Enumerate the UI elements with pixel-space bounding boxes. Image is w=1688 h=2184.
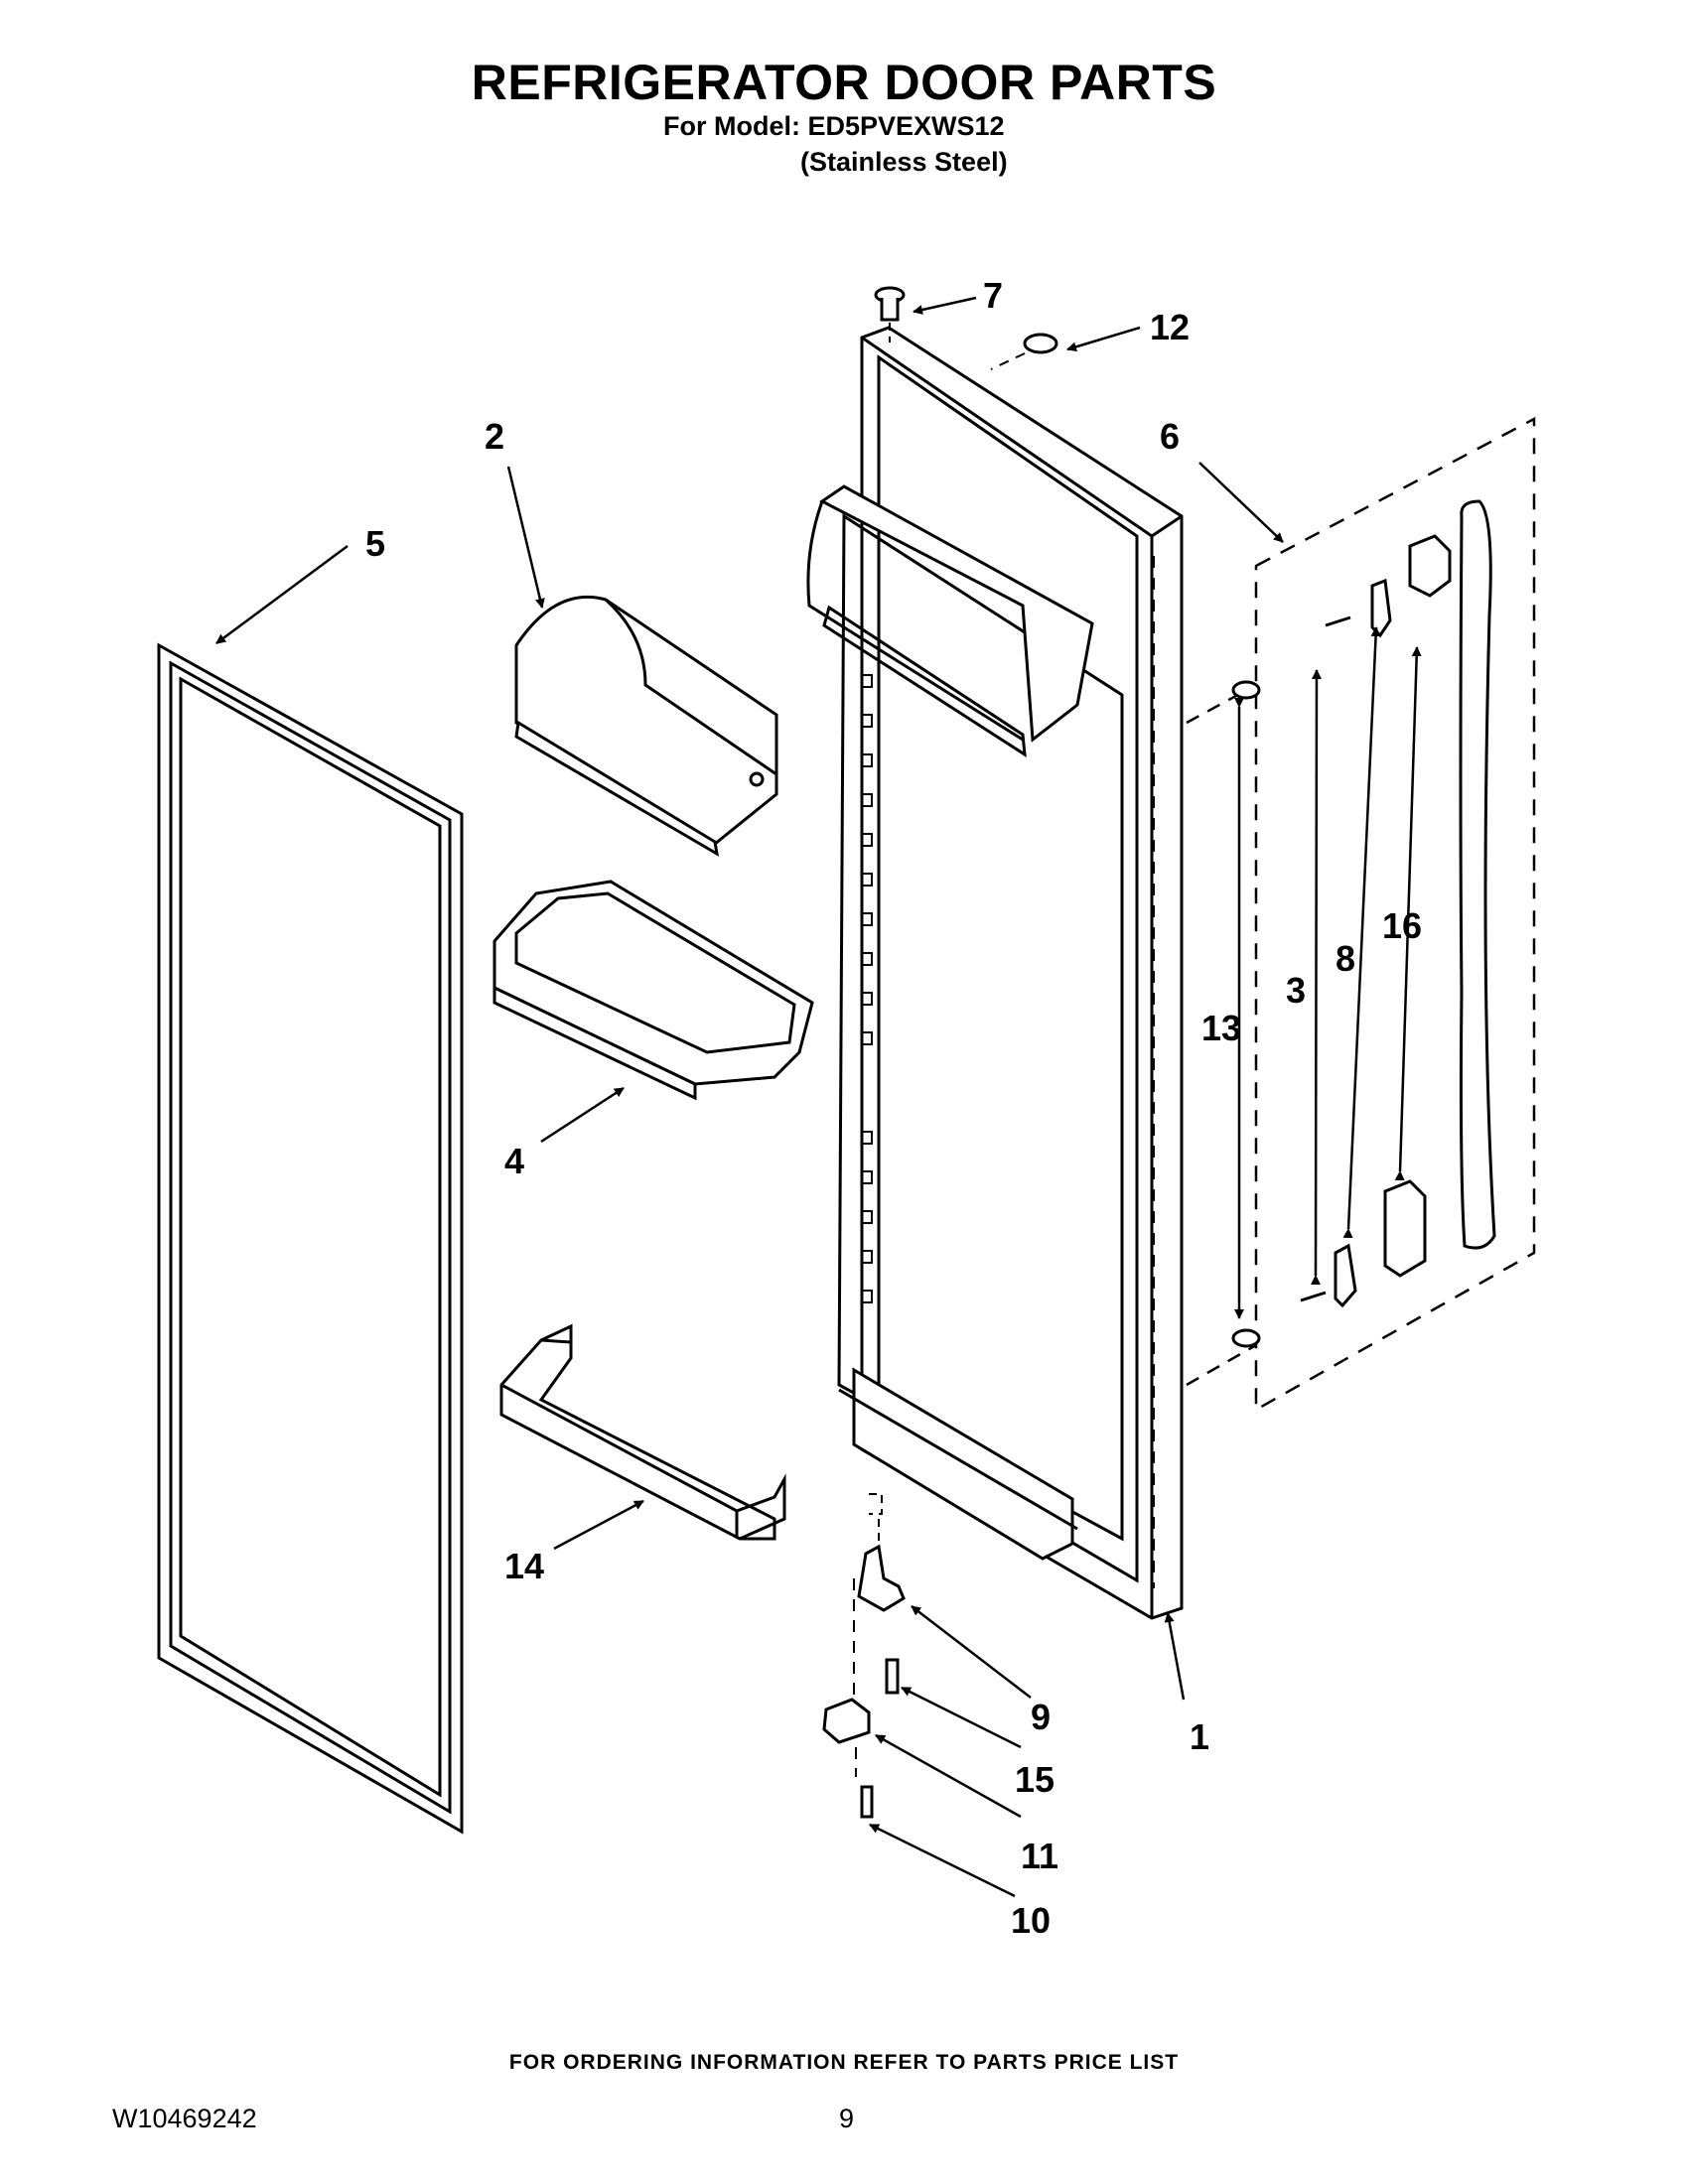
door-bin [492, 880, 814, 1101]
callout-14: 14 [504, 1546, 544, 1586]
callout-9: 9 [1031, 1697, 1051, 1737]
document-number: W10469242 [112, 2104, 257, 2133]
model-line: For Model: ED5PVEXWS12 [663, 111, 1005, 141]
callout-10: 10 [1011, 1900, 1051, 1941]
page-number: 9 [839, 2104, 855, 2133]
ordering-note: FOR ORDERING INFORMATION REFER TO PARTS … [508, 2051, 1180, 2074]
bottom-door-bin [499, 1323, 786, 1541]
top-hinge-parts [874, 286, 1058, 370]
callout-12: 12 [1150, 307, 1190, 347]
callout-13: 13 [1201, 1008, 1241, 1048]
callout-3: 3 [1286, 970, 1306, 1011]
callout-5: 5 [365, 523, 385, 564]
callout-4: 4 [504, 1141, 524, 1181]
dairy-door [514, 595, 778, 857]
handle-kit [1186, 416, 1536, 1413]
finish-line: (Stainless Steel) [800, 147, 1008, 177]
bottom-hinge-parts [822, 1493, 906, 1819]
callout-1: 1 [1190, 1716, 1209, 1757]
callout-2: 2 [485, 416, 504, 457]
leader-arrows [215, 296, 1422, 1898]
door-assembly [806, 326, 1184, 1620]
page-title: REFRIGERATOR DOOR PARTS [471, 55, 1217, 110]
callout-15: 15 [1015, 1759, 1055, 1800]
callout-16: 16 [1382, 905, 1422, 946]
callout-11: 11 [1021, 1836, 1058, 1876]
door-gasket [157, 642, 464, 1835]
callout-7: 7 [983, 275, 1003, 316]
callout-8: 8 [1336, 938, 1355, 979]
callout-6: 6 [1160, 416, 1180, 457]
callout-labels: 1 2 3 4 5 6 7 8 9 10 11 12 13 14 15 16 [365, 275, 1422, 1941]
